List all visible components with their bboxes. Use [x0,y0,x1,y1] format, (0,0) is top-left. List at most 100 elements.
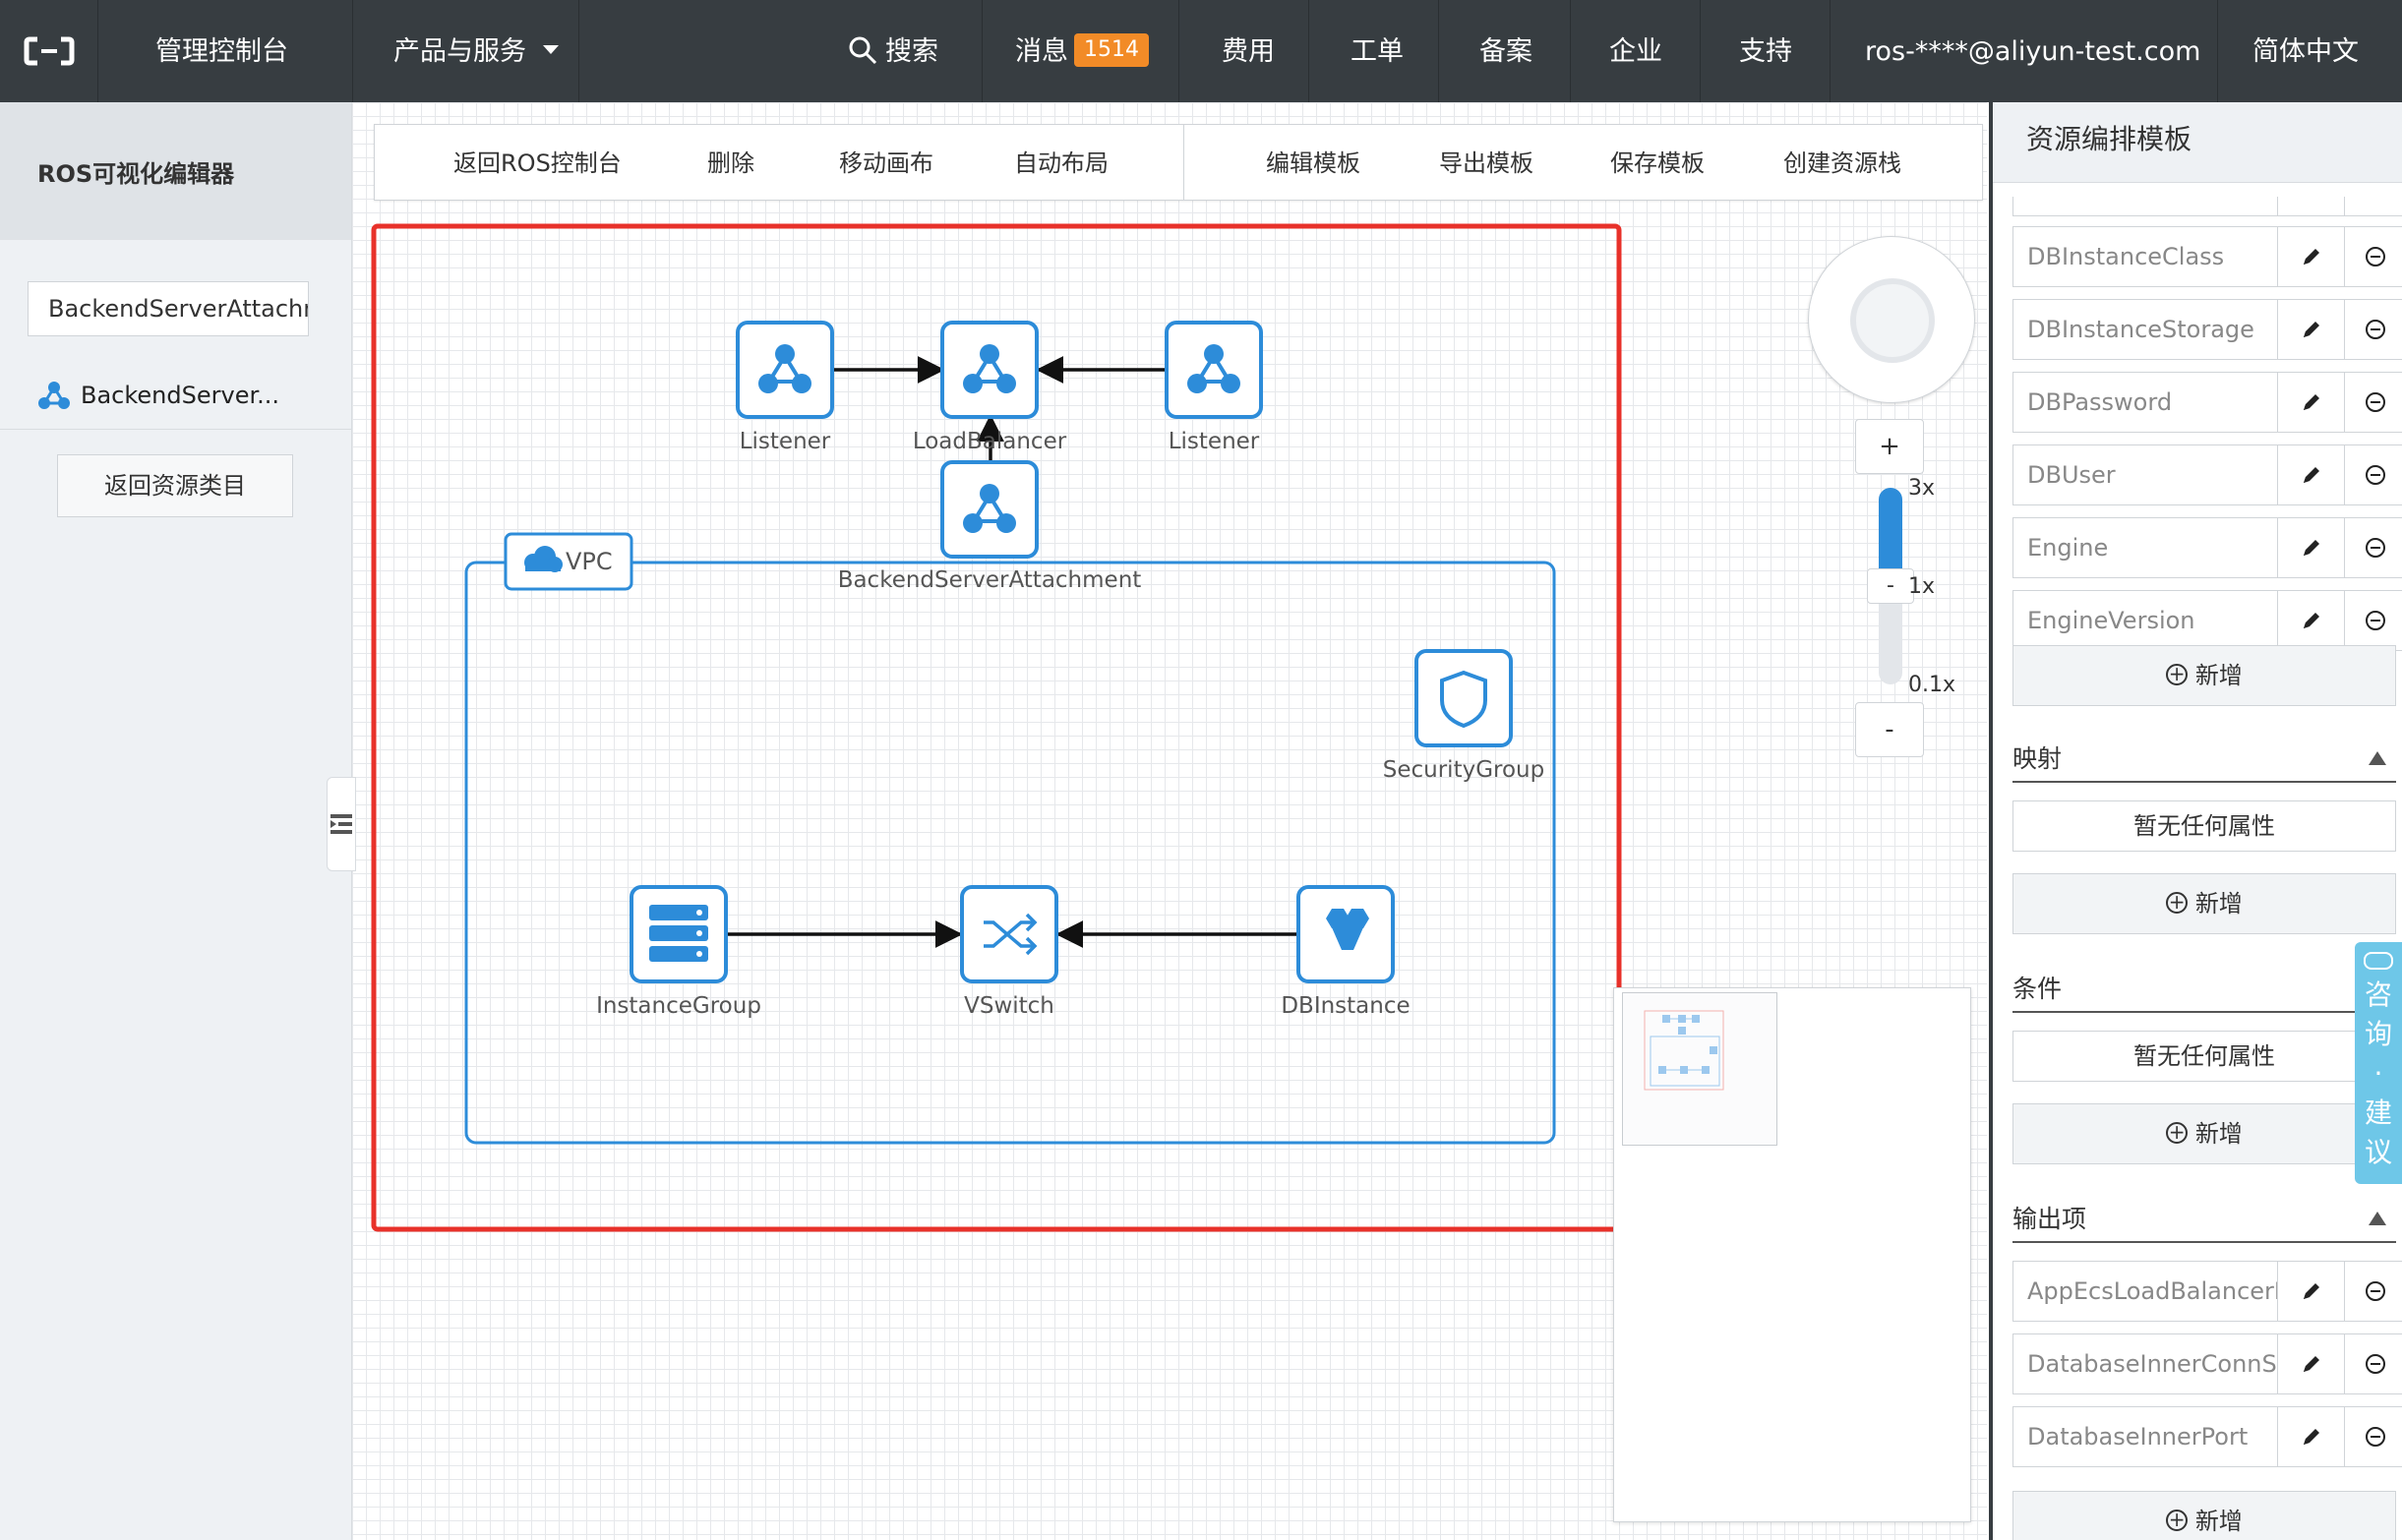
output-remove-button[interactable] [2345,1406,2402,1467]
parameter-remove-button[interactable] [2345,590,2402,651]
pan-control-center[interactable] [1850,278,1935,363]
pan-control-ring[interactable] [1808,236,1975,403]
move-canvas-button[interactable]: 移动画布 [839,149,933,177]
parameter-name-field[interactable]: DBInstanceStorage [2012,299,2278,360]
zoom-control: + - 3x 1x 0.1x - [1808,236,1975,767]
back-to-ros-console-button[interactable]: 返回ROS控制台 [453,149,622,177]
zoom-slider-fill [1879,488,1902,576]
node-instance-group-label: InstanceGroup [596,993,761,1019]
output-edit-button[interactable] [2278,1261,2345,1322]
parameter-name-field[interactable]: DBPassword [2012,372,2278,433]
tickets-link[interactable]: 工单 [1351,36,1404,67]
account-menu[interactable]: ros-****@aliyun-test.com [1865,36,2201,67]
output-edit-button[interactable] [2278,1406,2345,1467]
parameter-name-field[interactable]: DBInstanceClass [2012,226,2278,287]
language-switch[interactable]: 简体中文 [2252,36,2359,67]
output-name-field[interactable]: AppEcsLoadBalancerIp [2012,1261,2278,1322]
plus-circle-icon: + [2166,892,2189,914]
parameter-remove-button[interactable] [2345,299,2402,360]
parameter-edit-button[interactable] [2278,517,2345,578]
parameter-name-field[interactable]: DBUser [2012,444,2278,505]
search-link[interactable]: 搜索 [848,0,938,102]
node-backend-server-attachment-label: BackendServerAttachment [838,567,1142,593]
cloud-icon [524,546,563,572]
node-security-group[interactable]: SecurityGroup [1383,649,1544,783]
create-stack-button[interactable]: 创建资源栈 [1783,149,1901,177]
delete-button[interactable]: 删除 [707,149,754,177]
node-listener-right-label: Listener [1169,429,1260,454]
support-link[interactable]: 支持 [1739,36,1792,67]
minimap[interactable] [1613,987,1971,1522]
parameter-remove-button[interactable] [2345,226,2402,287]
parameter-remove-button[interactable] [2345,444,2402,505]
search-label: 搜索 [885,36,938,67]
output-name-field[interactable]: DatabaseInnerPort [2012,1406,2278,1467]
products-label: 产品与服务 [393,36,526,67]
plus-circle-icon: + [2166,1122,2189,1144]
save-template-button[interactable]: 保存模板 [1610,149,1705,177]
node-listener-left[interactable]: Listener [736,321,834,454]
billing-link[interactable]: 费用 [1222,36,1275,67]
minus-circle-icon [2365,1427,2385,1447]
add-output-button[interactable]: + 新增 [2012,1491,2396,1540]
node-instance-group[interactable]: InstanceGroup [596,885,761,1019]
node-listener-right[interactable]: Listener [1165,321,1263,454]
add-mapping-button[interactable]: + 新增 [2012,873,2396,934]
messages-label: 消息 [1015,36,1068,67]
toolbar-separator [1183,125,1184,200]
zoom-label-max: 3x [1908,476,1936,501]
add-condition-button[interactable]: + 新增 [2012,1103,2396,1164]
parameter-edit-button[interactable] [2278,299,2345,360]
enterprise-link[interactable]: 企业 [1609,36,1662,67]
auto-layout-button[interactable]: 自动布局 [1014,149,1109,177]
output-remove-button[interactable] [2345,1261,2402,1322]
export-template-button[interactable]: 导出模板 [1439,149,1533,177]
aliyun-logo-icon[interactable] [0,0,98,102]
parameter-remove-button[interactable] [2345,517,2402,578]
output-edit-button[interactable] [2278,1333,2345,1394]
output-remove-button[interactable] [2345,1333,2402,1394]
feedback-tab[interactable]: 咨 询 · 建 议 [2355,942,2402,1184]
resource-item-backend-server-attachment[interactable]: BackendServer... [37,368,279,423]
message-count-badge: 1514 [1074,32,1149,67]
console-link[interactable]: 管理控制台 [155,36,288,67]
zoom-out-button[interactable]: - [1855,702,1924,757]
topbar-separator [1700,0,1701,102]
add-parameter-button[interactable]: + 新增 [2012,645,2396,706]
parameter-edit-button[interactable] [2278,444,2345,505]
topbar-separator [1570,0,1571,102]
vpc-container[interactable] [464,561,1556,1145]
feedback-char: 询 [2364,1018,2392,1050]
parameter-field-partial [2012,197,2278,216]
parameter-edit-button[interactable] [2278,372,2345,433]
node-vswitch[interactable]: VSwitch [960,885,1058,1019]
vpc-tag[interactable]: VPC [504,532,633,591]
mappings-section-header[interactable]: 映射 [2012,740,2396,783]
sidebar-collapse-handle[interactable] [327,777,356,871]
zoom-in-button[interactable]: + [1855,419,1924,474]
parameter-edit-button[interactable] [2278,590,2345,651]
edit-template-button[interactable]: 编辑模板 [1266,149,1360,177]
outputs-section-header[interactable]: 输出项 [2012,1200,2396,1243]
parameter-remove-button[interactable] [2345,372,2402,433]
back-to-categories-button[interactable]: 返回资源类目 [57,454,293,517]
node-backend-server-attachment[interactable]: BackendServerAttachment [838,460,1142,593]
parameter-edit-button[interactable] [2278,226,2345,287]
node-loadbalancer[interactable]: LoadBalancer [913,321,1067,454]
parameter-name-field[interactable]: Engine [2012,517,2278,578]
node-db-instance[interactable]: DBInstance [1281,885,1411,1019]
products-menu[interactable]: 产品与服务 [393,0,559,102]
icp-link[interactable]: 备案 [1479,36,1532,67]
parameter-name-field[interactable]: EngineVersion [2012,590,2278,651]
minimap-viewport[interactable] [1622,992,1777,1146]
resource-search-input[interactable]: BackendServerAttachment [28,281,309,336]
output-name-field[interactable]: DatabaseInnerConnString [2012,1333,2278,1394]
minus-circle-icon [2365,611,2385,630]
conditions-section-header[interactable]: 条件 [2012,970,2396,1013]
add-output-label: 新增 [2194,1508,2243,1535]
zoom-slider-handle[interactable]: - [1867,568,1914,604]
node-loadbalancer-label: LoadBalancer [913,429,1067,454]
parameter-row: DBPassword [2012,372,2402,433]
